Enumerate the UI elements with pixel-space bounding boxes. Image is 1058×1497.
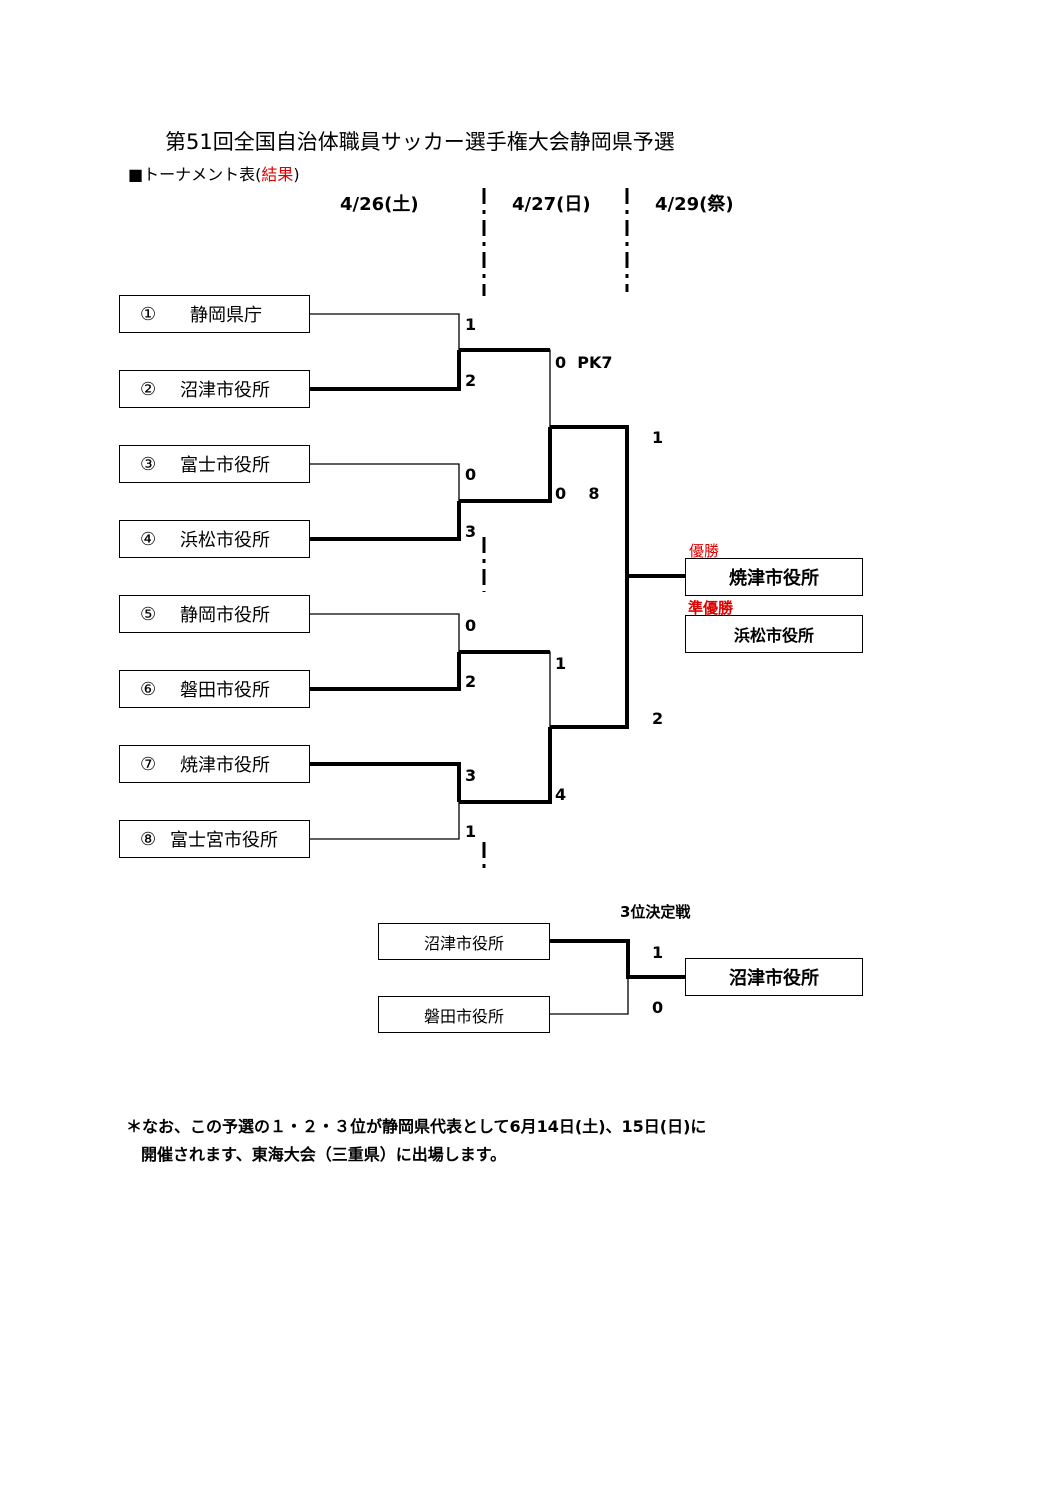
- third-place-team-box: 沼津市役所: [378, 923, 550, 960]
- team-box: ⑦ 焼津市役所: [119, 745, 310, 783]
- page-title: 第51回全国自治体職員サッカー選手権大会静岡県予選: [165, 130, 675, 154]
- team-name: 焼津市役所: [180, 755, 270, 776]
- score-r1-3: 0: [465, 465, 477, 484]
- subtitle: ■トーナメント表(結果): [128, 161, 300, 185]
- team-name: 富士宮市役所: [170, 830, 278, 851]
- team-box: ② 沼津市役所: [119, 370, 310, 408]
- subtitle-suffix: ): [293, 165, 300, 184]
- score-sf-top: 0 PK7: [555, 353, 613, 372]
- team-box: ③ 富士市役所: [119, 445, 310, 483]
- team-number: ⑧: [140, 828, 157, 850]
- third-place-winner-box: 沼津市役所: [685, 958, 863, 996]
- score-third-top: 1: [652, 943, 664, 962]
- score-sf-mid: 0 8: [555, 484, 600, 503]
- score-final-bottom: 2: [652, 709, 664, 728]
- team-number: ④: [140, 528, 157, 550]
- score-r1-6: 2: [465, 672, 477, 691]
- score-r1-8: 1: [465, 822, 477, 841]
- team-name: 静岡市役所: [180, 605, 270, 626]
- champion-label: 優勝: [689, 542, 720, 560]
- score-third-bottom: 0: [652, 998, 664, 1017]
- subtitle-highlight: 結果: [261, 165, 294, 184]
- note-line-2: 開催されます、東海大会（三重県）に出場します。: [141, 1145, 507, 1164]
- team-name: 磐田市役所: [180, 680, 270, 701]
- score-r1-5: 0: [465, 616, 477, 635]
- score-r1-2: 2: [465, 371, 477, 390]
- score-sf-b2: 4: [555, 785, 567, 804]
- score-r1-4: 3: [465, 522, 477, 541]
- date-round-3: 4/29(祭): [655, 194, 734, 215]
- team-box: ⑤ 静岡市役所: [119, 595, 310, 633]
- team-number: ①: [140, 303, 157, 325]
- runner-up-box: 浜松市役所: [685, 615, 863, 653]
- third-place-label: 3位決定戦: [620, 903, 691, 921]
- score-final-top: 1: [652, 428, 664, 447]
- team-box: ⑥ 磐田市役所: [119, 670, 310, 708]
- team-number: ③: [140, 453, 157, 475]
- team-name: 磐田市役所: [423, 1006, 504, 1026]
- team-box: ⑧ 富士宮市役所: [119, 820, 310, 858]
- score-sf-b1: 1: [555, 654, 567, 673]
- team-name: 静岡県庁: [190, 305, 262, 326]
- team-number: ②: [140, 378, 157, 400]
- third-place-winner: 沼津市役所: [729, 968, 819, 989]
- team-number: ⑥: [140, 678, 157, 700]
- third-place-team-box: 磐田市役所: [378, 996, 550, 1033]
- runner-up-label: 準優勝: [688, 599, 734, 617]
- subtitle-prefix: ■トーナメント表(: [128, 165, 262, 184]
- note-line-1: ＊なお、この予選の１・２・３位が静岡県代表として6月14日(土)、15日(日)に: [126, 1117, 707, 1136]
- date-round-1: 4/26(土): [340, 194, 419, 215]
- team-name: 沼津市役所: [423, 933, 504, 953]
- champion-box: 焼津市役所: [685, 558, 863, 596]
- score-r1-7: 3: [465, 766, 477, 785]
- team-box: ④ 浜松市役所: [119, 520, 310, 558]
- champion-name: 焼津市役所: [729, 568, 819, 589]
- team-name: 浜松市役所: [180, 530, 270, 551]
- team-name: 沼津市役所: [180, 380, 270, 401]
- team-number: ⑤: [140, 603, 157, 625]
- team-number: ⑦: [140, 753, 157, 775]
- date-round-2: 4/27(日): [512, 194, 591, 215]
- team-name: 富士市役所: [180, 455, 270, 476]
- team-box: ① 静岡県庁: [119, 295, 310, 333]
- runner-up-name: 浜松市役所: [733, 626, 814, 645]
- score-r1-1: 1: [465, 315, 477, 334]
